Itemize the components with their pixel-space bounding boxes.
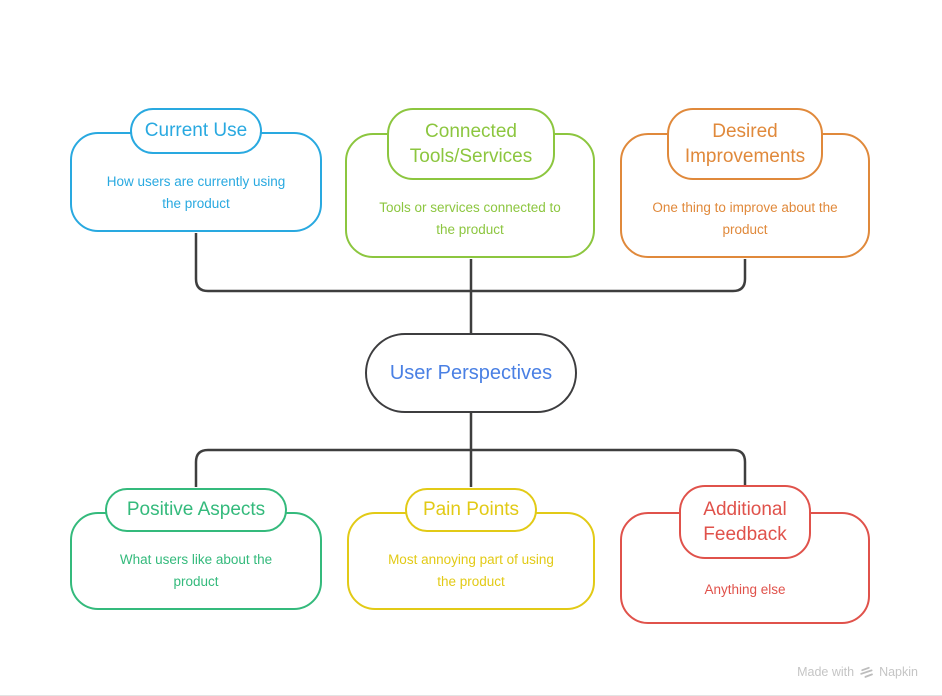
center-node[interactable]: User Perspectives (365, 333, 577, 413)
node-current-use-title-pill[interactable]: Current Use (130, 108, 262, 154)
node-desired-improvements-title-pill[interactable]: Desired Improvements (667, 108, 823, 180)
node-title-text: Connected Tools/Services (409, 120, 533, 167)
watermark-brand-text: Napkin (879, 665, 918, 679)
made-with-napkin-watermark[interactable]: Made with Napkin (797, 665, 918, 679)
node-body-text: Tools or services connected to the produ… (379, 199, 561, 237)
watermark-made-with-text: Made with (797, 665, 855, 679)
node-title-text: Positive Aspects (126, 499, 266, 521)
node-pain-points-title-pill[interactable]: Pain Points (405, 488, 537, 532)
node-body-text: One thing to improve about the product (652, 199, 838, 237)
node-connected-tools-title-pill[interactable]: Connected Tools/Services (387, 108, 555, 180)
node-body-text: How users are currently using the produc… (106, 174, 286, 211)
node-title-text: Current Use (144, 120, 248, 142)
node-desired-improvements-box[interactable]: One thing to improve about the product (620, 133, 870, 258)
center-node-label: User Perspectives (389, 361, 553, 384)
napkin-logo-icon (860, 666, 873, 678)
node-title-text: Pain Points (422, 499, 520, 521)
node-title-text: Additional Feedback (703, 498, 787, 545)
node-body-text: What users like about the product (119, 552, 273, 589)
node-additional-feedback-title-pill[interactable]: Additional Feedback (679, 485, 811, 559)
node-body-text: Anything else (704, 582, 786, 598)
bottom-bus-line (194, 448, 747, 487)
node-title-text: Desired Improvements (684, 120, 806, 167)
node-positive-aspects-title-pill[interactable]: Positive Aspects (105, 488, 287, 532)
node-body-text: Most annoying part of using the product (388, 552, 554, 589)
